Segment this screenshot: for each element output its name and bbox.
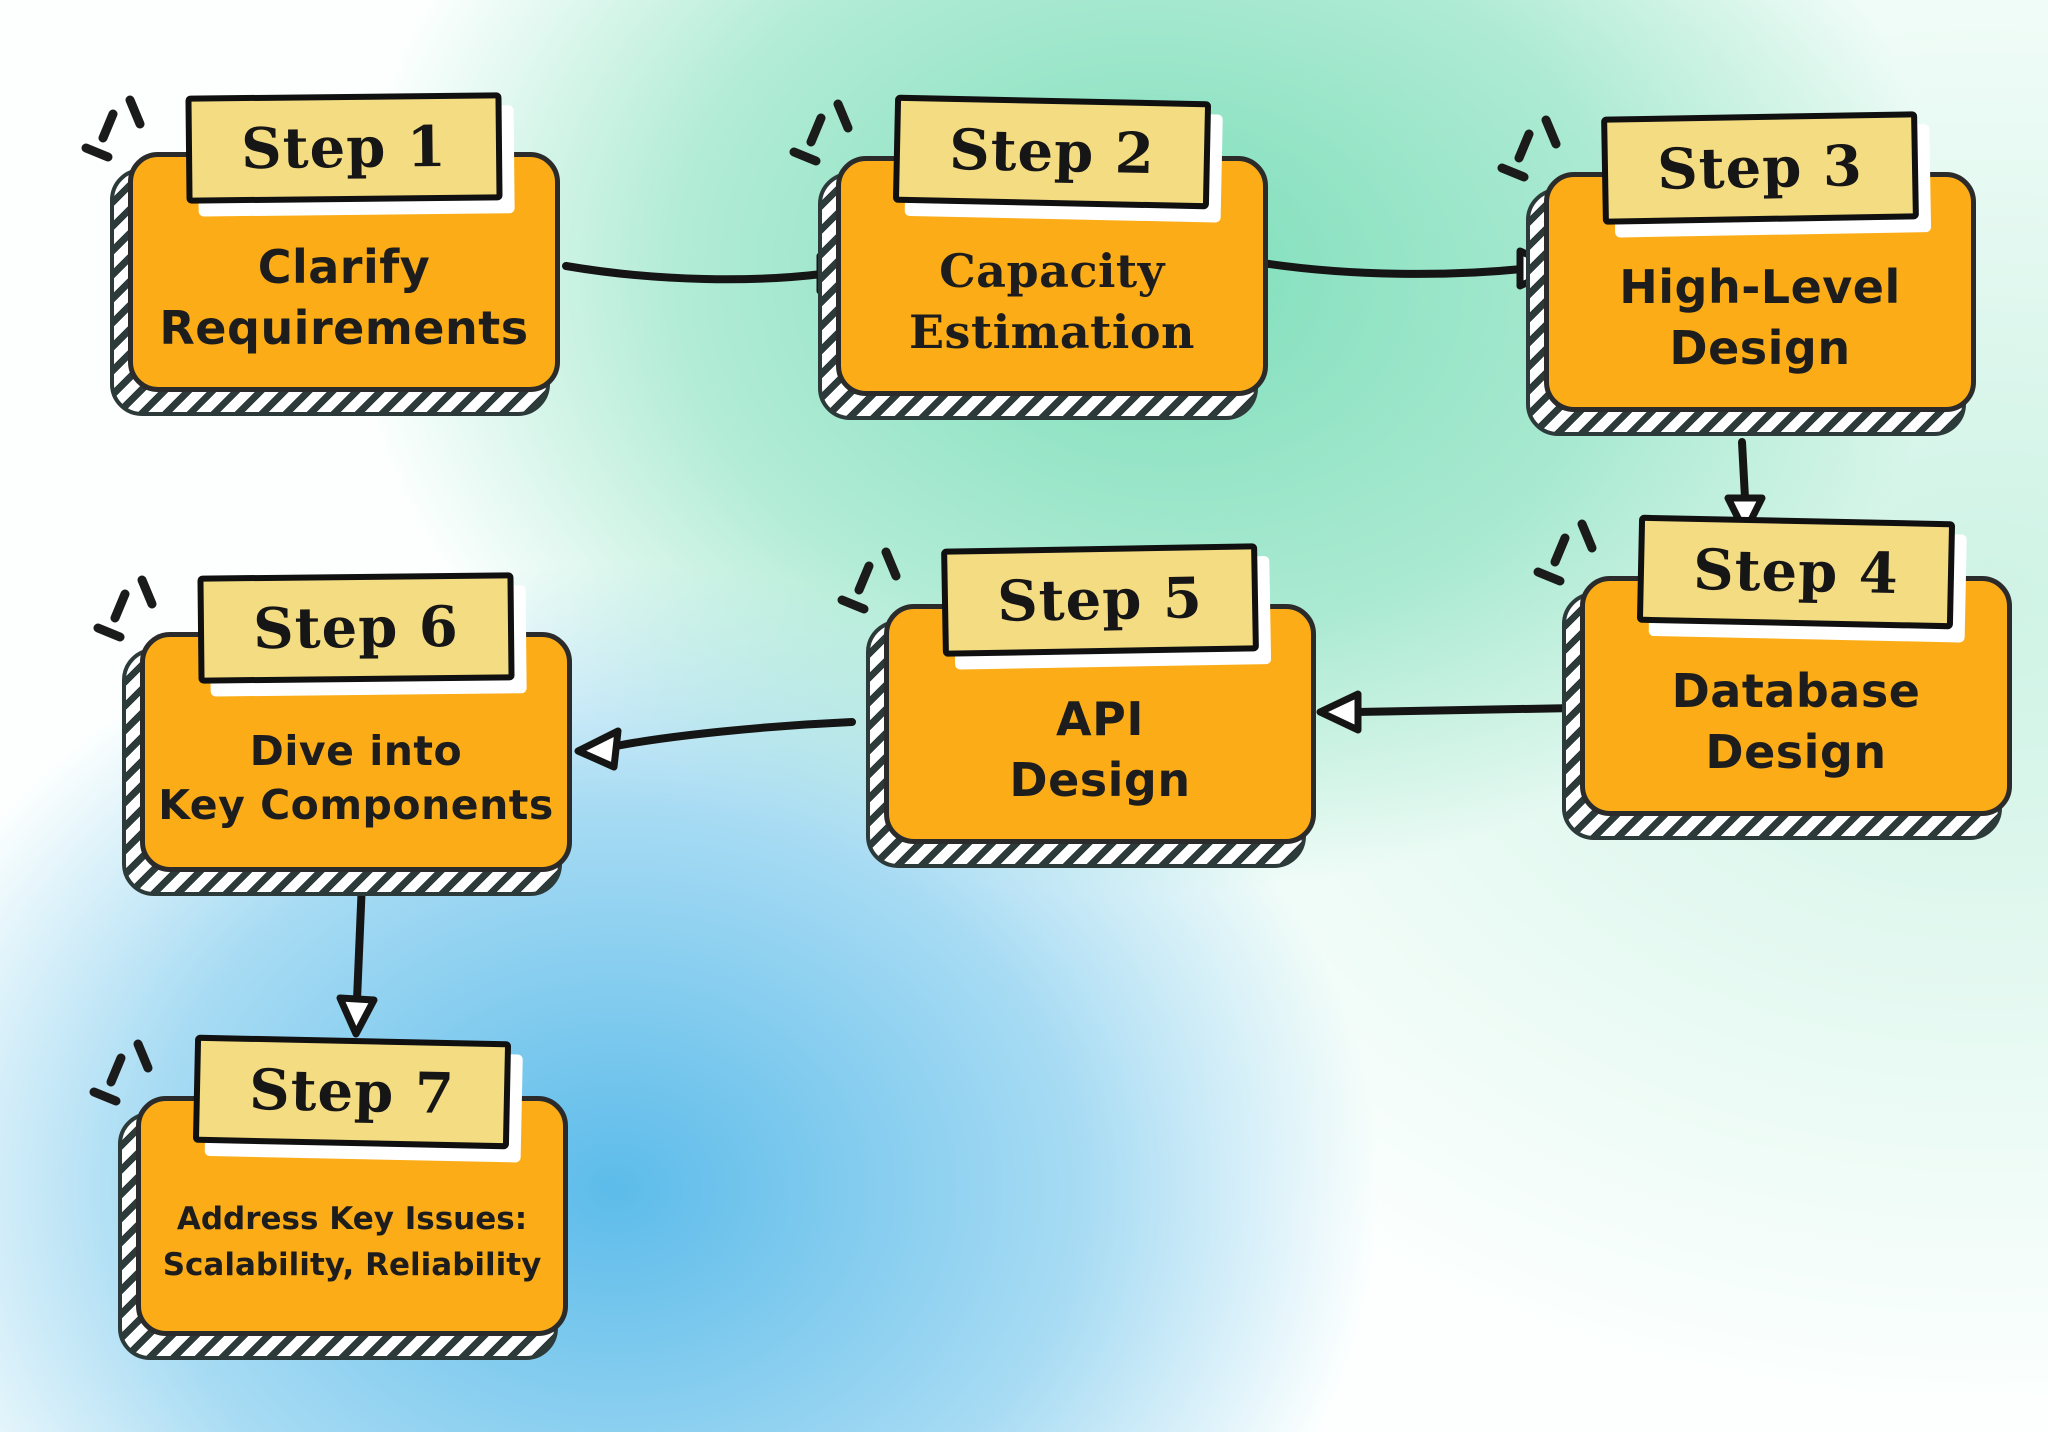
step-1-tag-label: Step 1 [240, 113, 448, 183]
step-7-title-line: Address Key Issues: [176, 1200, 528, 1237]
step-4-tag-label: Step 4 [1692, 536, 1900, 608]
sparkle-icon [789, 99, 853, 166]
sparkle-icon [81, 95, 145, 162]
step-2-tag: Step 2 [892, 94, 1212, 210]
step-6-tag-label: Step 6 [252, 593, 460, 663]
step-5-title-line: API [1056, 692, 1144, 747]
step-7-title-line: Scalability, Reliability [162, 1247, 542, 1283]
step-5-title-line: Design [1009, 753, 1191, 807]
step-3-card: High-Level Design Step 3 [1497, 111, 1976, 436]
step-2-card: Capacity Estimation Step 2 [789, 94, 1268, 420]
sparkle-icon [1497, 115, 1561, 182]
step-1-tag: Step 1 [185, 92, 503, 204]
step-2-title-line: Capacity [939, 244, 1165, 299]
step-2-tag-label: Step 2 [948, 116, 1156, 188]
step-7-tag-label: Step 7 [248, 1056, 456, 1128]
step-7-card: Address Key Issues: Scalability, Reliabi… [89, 1034, 568, 1360]
step-4-card: Database Design Step 4 [1533, 514, 2012, 840]
step-7-tag: Step 7 [192, 1034, 512, 1150]
step-2-title-line: Estimation [908, 305, 1195, 359]
step-6-card: Dive into Key Components Step 6 [93, 572, 572, 896]
step-5-tag-label: Step 5 [996, 565, 1204, 635]
sparkle-icon [837, 547, 901, 614]
step-3-title-line: Design [1669, 321, 1851, 375]
step-5-card: API Design Step 5 [837, 543, 1316, 868]
step-1-title-line: Requirements [159, 301, 529, 355]
step-3-tag: Step 3 [1601, 111, 1919, 225]
arrow-step1-to-step2 [562, 252, 862, 295]
step-6-title-line: Key Components [158, 781, 554, 829]
step-4-title-line: Design [1705, 725, 1887, 779]
sparkle-icon [93, 575, 157, 642]
step-1-title-line: Clarify [257, 240, 431, 295]
sparkle-icon [89, 1039, 153, 1106]
arrow-step6-to-step7 [336, 878, 378, 1038]
step-6-tag: Step 6 [197, 572, 515, 684]
step-6-title-line: Dive into [249, 726, 463, 775]
sparkle-icon [1533, 519, 1597, 586]
step-3-tag-label: Step 3 [1656, 133, 1864, 203]
step-5-tag: Step 5 [941, 543, 1259, 657]
step-4-tag: Step 4 [1636, 514, 1956, 630]
step-3-title-line: High-Level [1619, 260, 1901, 315]
step-1-card: Clarify Requirements Step 1 [81, 92, 560, 416]
arrow-step2-to-step3 [1252, 247, 1562, 290]
step-4-title-line: Database [1671, 664, 1921, 719]
arrow-step4-to-step5 [1316, 690, 1580, 734]
arrow-step5-to-step6 [574, 718, 856, 771]
